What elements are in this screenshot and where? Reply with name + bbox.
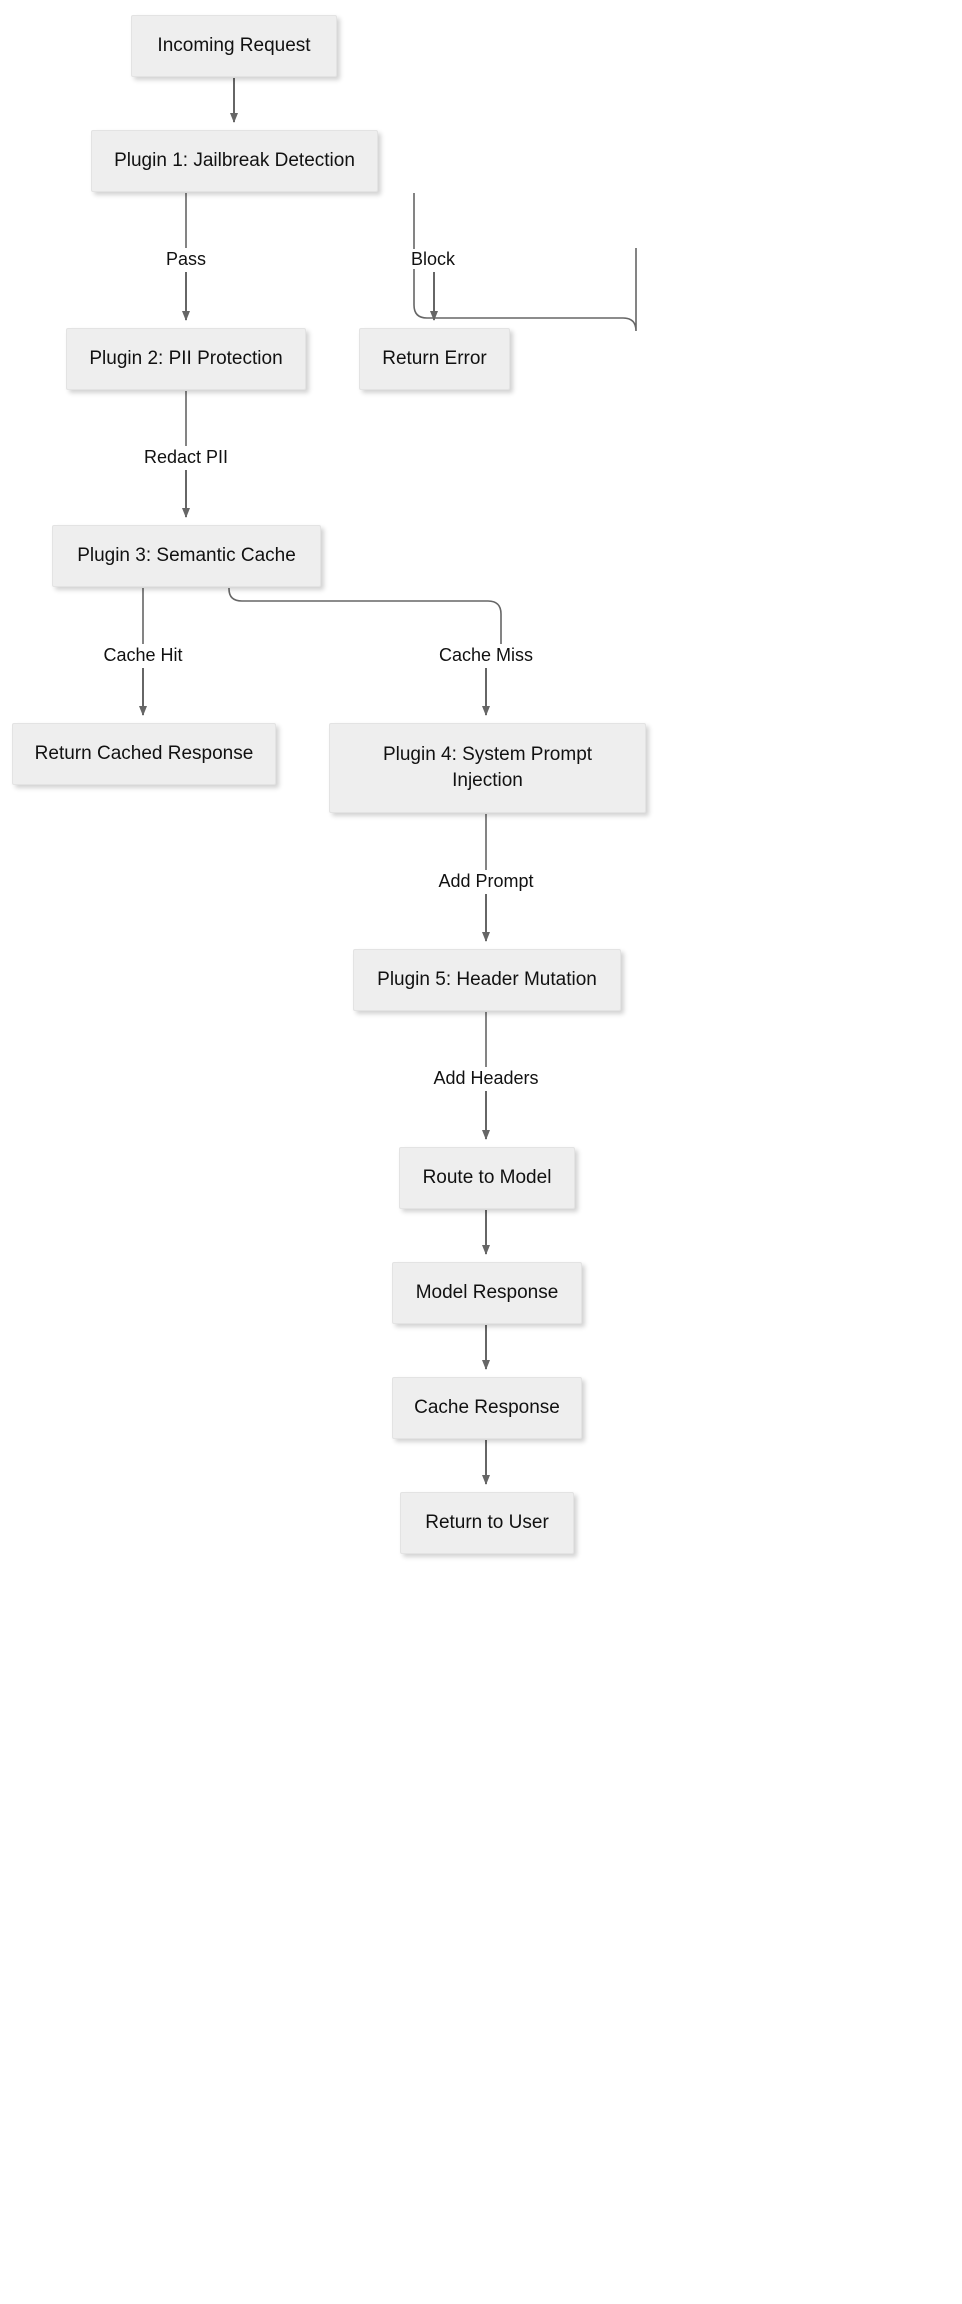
node-plugin1-jailbreak-detection-label: Plugin 1: Jailbreak Detection — [114, 150, 355, 171]
node-route-to-model-label: Route to Model — [422, 1167, 552, 1188]
node-return-to-user-label: Return to User — [425, 1512, 549, 1533]
node-plugin2-pii-protection[interactable]: Plugin 2: PII Protection — [66, 328, 306, 390]
node-cache-response-label: Cache Response — [414, 1397, 560, 1418]
edge-label-redact-pii: Redact PII — [139, 447, 233, 467]
node-return-error-label: Return Error — [382, 348, 487, 369]
node-route-to-model[interactable]: Route to Model — [399, 1147, 575, 1209]
node-plugin4-system-prompt-injection[interactable]: Plugin 4: System Prompt Injection — [329, 723, 646, 813]
node-incoming-request[interactable]: Incoming Request — [131, 15, 337, 77]
node-return-to-user[interactable]: Return to User — [400, 1492, 574, 1554]
node-plugin5-header-mutation-label: Plugin 5: Header Mutation — [377, 969, 597, 990]
edge-label-block: Block — [406, 249, 460, 269]
node-model-response[interactable]: Model Response — [392, 1262, 582, 1324]
node-plugin3-semantic-cache[interactable]: Plugin 3: Semantic Cache — [52, 525, 321, 587]
node-incoming-request-label: Incoming Request — [157, 35, 311, 56]
node-return-error[interactable]: Return Error — [359, 328, 510, 390]
node-return-cached-response-label: Return Cached Response — [34, 743, 254, 764]
node-cache-response[interactable]: Cache Response — [392, 1377, 582, 1439]
node-plugin2-pii-protection-label: Plugin 2: PII Protection — [89, 348, 283, 369]
edge-label-add-prompt: Add Prompt — [434, 871, 538, 891]
edge-label-cache-miss: Cache Miss — [434, 645, 538, 665]
node-plugin4-system-prompt-injection-label: Plugin 4: System Prompt Injection — [382, 744, 593, 791]
node-return-cached-response[interactable]: Return Cached Response — [12, 723, 276, 785]
edge-plugin3-to-plugin4-miss — [228, 588, 502, 644]
node-model-response-label: Model Response — [415, 1282, 559, 1303]
node-plugin1-jailbreak-detection[interactable]: Plugin 1: Jailbreak Detection — [91, 130, 378, 192]
edge-label-pass: Pass — [161, 249, 211, 269]
edge-label-add-headers: Add Headers — [429, 1068, 543, 1088]
node-plugin3-semantic-cache-label: Plugin 3: Semantic Cache — [77, 545, 296, 566]
node-plugin5-header-mutation[interactable]: Plugin 5: Header Mutation — [353, 949, 621, 1011]
edge-label-cache-hit: Cache Hit — [99, 645, 187, 665]
